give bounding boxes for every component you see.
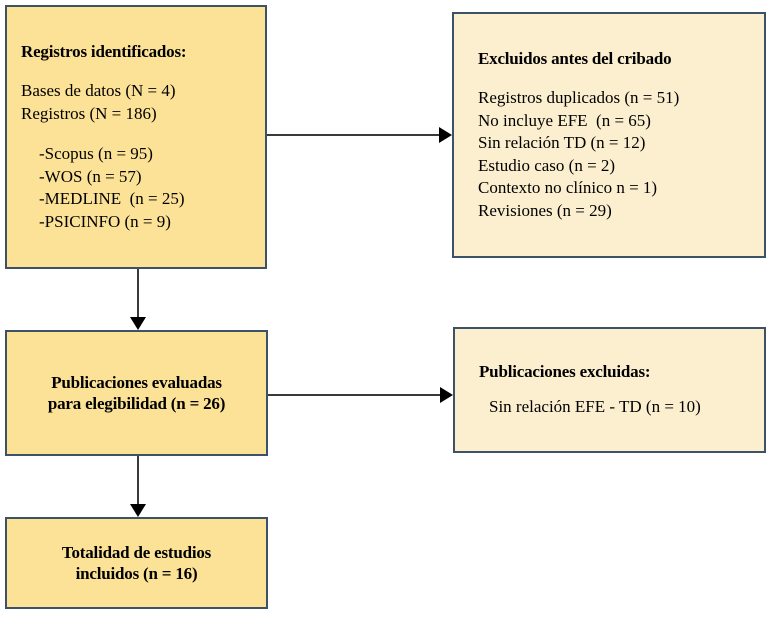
box-records-identified-title: Registros identificados:	[21, 42, 187, 62]
box-studies-included: Totalidad de estudios incluidos (n = 16)	[5, 517, 268, 609]
connector-line	[137, 456, 139, 506]
box-eligibility-assessed: Publicaciones evaluadas para elegibilida…	[5, 330, 268, 456]
spacer	[21, 62, 251, 80]
source-medline-line: -MEDLINE (n = 25)	[39, 189, 185, 209]
box-eligibility-assessed-title-line2: para elegibilidad (n = 26)	[47, 394, 226, 413]
arrow-head-down-icon	[130, 317, 146, 330]
box-excluded-before-screening-content: Excluidos antes del cribado Registros du…	[454, 48, 764, 222]
excluded-non-clinical-context-line: Contexto no clínico n = 1)	[478, 178, 658, 198]
source-wos-line: -WOS (n = 57)	[39, 166, 142, 186]
connector-line	[268, 394, 440, 396]
box-records-identified-content: Registros identificados: Bases de datos …	[7, 41, 265, 233]
excluded-reviews-line: Revisiones (n = 29)	[478, 200, 612, 220]
connector-line	[137, 269, 139, 319]
excluded-no-td-relation-line: Sin relación TD (n = 12)	[478, 133, 646, 153]
box-records-identified: Registros identificados: Bases de datos …	[5, 5, 267, 269]
box-excluded-before-screening-title: Excluidos antes del cribado	[478, 49, 672, 69]
excluded-case-study-line: Estudio caso (n = 2)	[478, 155, 616, 175]
publications-excluded-reason-line: Sin relación EFE - TD (n = 10)	[489, 397, 701, 417]
spacer	[478, 69, 750, 87]
excluded-no-efe-line: No incluye EFE (n = 65)	[478, 110, 651, 130]
arrow-head-right-icon	[440, 387, 453, 403]
records-databases-line: Bases de datos (N = 4)	[21, 81, 176, 101]
arrow-head-down-icon	[130, 504, 146, 517]
box-studies-included-title-line2: incluidos (n = 16)	[75, 564, 198, 583]
box-studies-included-content: Totalidad de estudios incluidos (n = 16)	[7, 542, 266, 585]
box-publications-excluded: Publicaciones excluidas: Sin relación EF…	[453, 327, 766, 453]
box-publications-excluded-title: Publicaciones excluidas:	[479, 362, 651, 382]
spacer	[21, 125, 251, 143]
box-excluded-before-screening: Excluidos antes del cribado Registros du…	[452, 12, 766, 258]
spacer	[479, 382, 750, 396]
connector-line	[267, 134, 439, 136]
excluded-duplicates-line: Registros duplicados (n = 51)	[478, 88, 680, 108]
arrow-head-right-icon	[439, 127, 452, 143]
source-psicinfo-line: -PSICINFO (n = 9)	[39, 211, 171, 231]
box-studies-included-title-line1: Totalidad de estudios	[61, 542, 212, 562]
source-scopus-line: -Scopus (n = 95)	[39, 144, 153, 164]
box-eligibility-assessed-content: Publicaciones evaluadas para elegibilida…	[7, 372, 266, 415]
box-eligibility-assessed-title-line1: Publicaciones evaluadas	[51, 372, 222, 392]
records-total-line: Registros (N = 186)	[21, 103, 157, 123]
box-publications-excluded-content: Publicaciones excluidas: Sin relación EF…	[455, 361, 764, 419]
